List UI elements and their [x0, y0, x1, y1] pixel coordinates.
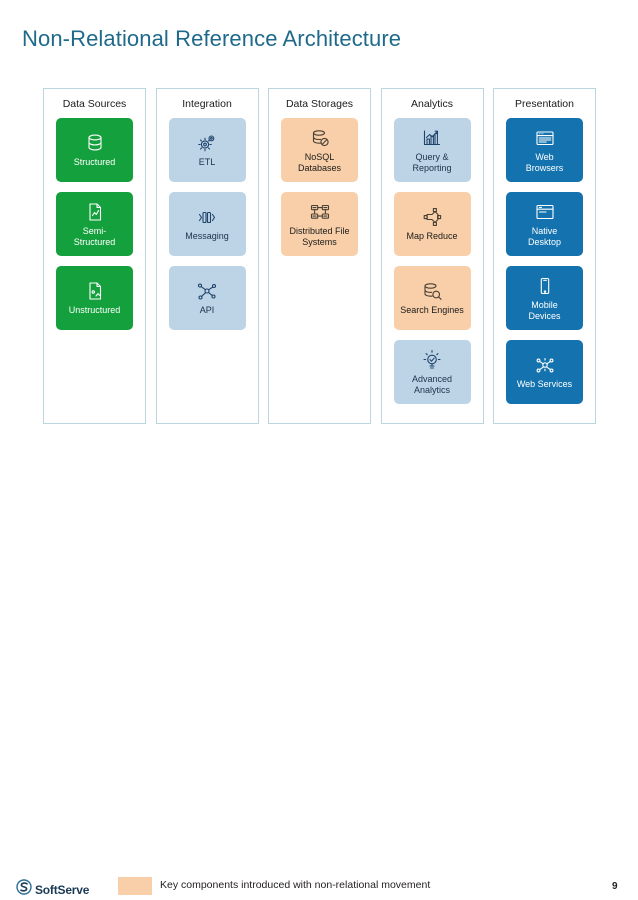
column-header: Integration: [182, 98, 232, 110]
component-card[interactable]: ETL: [168, 118, 246, 182]
lightbulb-gear-icon: [420, 348, 444, 372]
component-card[interactable]: API: [168, 266, 246, 330]
component-card-label: API: [199, 305, 215, 315]
softserve-logo: SoftServe: [16, 879, 89, 900]
gears-icon: [195, 131, 219, 155]
column-header: Data Storages: [285, 98, 354, 110]
distributed-nodes-icon: [308, 200, 332, 224]
page-title: Non-Relational Reference Architecture: [22, 26, 402, 51]
component-card-label: Search Engines: [400, 305, 464, 315]
map-reduce-icon: [420, 205, 444, 229]
database-icon: [83, 131, 107, 155]
document-chart-icon: [83, 200, 107, 224]
bar-chart-trend-icon: [420, 126, 444, 150]
column-header: Presentation: [515, 98, 574, 110]
network-nodes-icon: [195, 279, 219, 303]
desktop-window-icon: [533, 200, 557, 224]
legend-label: Key components introduced with non-relat…: [160, 879, 431, 891]
browser-window-icon: [533, 126, 557, 150]
component-card[interactable]: Advanced Analytics: [393, 340, 471, 404]
document-media-icon: [83, 279, 107, 303]
component-card[interactable]: Map Reduce: [393, 192, 471, 256]
component-card-label: Web Browsers: [525, 151, 564, 173]
page-number: 9: [612, 881, 618, 892]
component-card[interactable]: Distributed File Systems: [281, 192, 358, 256]
component-card-label: Unstructured: [68, 305, 121, 315]
component-card-label: ETL: [198, 157, 216, 167]
column-header: Data Sources: [62, 98, 127, 110]
mobile-phone-icon: [533, 274, 557, 298]
component-card-label: Native Desktop: [527, 225, 562, 247]
component-card-label: Mobile Devices: [528, 299, 561, 321]
component-card-label: Map Reduce: [406, 231, 458, 241]
component-card[interactable]: Web Services: [506, 340, 583, 404]
nosql-database-icon: [308, 126, 332, 150]
component-card[interactable]: Mobile Devices: [506, 266, 583, 330]
component-card-label: Advanced Analytics: [411, 373, 453, 395]
message-flow-icon: [195, 205, 219, 229]
component-card[interactable]: Query & Reporting: [393, 118, 471, 182]
component-card[interactable]: Unstructured: [56, 266, 133, 330]
component-card[interactable]: Messaging: [168, 192, 246, 256]
slide-footer: SoftServe Key components introduced with…: [0, 437, 638, 897]
component-card-label: Semi- Structured: [73, 225, 116, 247]
component-card-label: Distributed File Systems: [289, 225, 350, 247]
component-card[interactable]: Web Browsers: [506, 118, 583, 182]
component-card-label: Structured: [73, 157, 116, 167]
component-card[interactable]: NoSQL Databases: [281, 118, 358, 182]
component-card-label: NoSQL Databases: [297, 151, 342, 173]
component-card-label: Query & Reporting: [412, 151, 452, 173]
softserve-logo-text: SoftServe: [35, 882, 90, 897]
web-services-icon: [533, 353, 557, 377]
component-card-label: Web Services: [516, 379, 573, 389]
component-card[interactable]: Native Desktop: [506, 192, 583, 256]
component-card[interactable]: Search Engines: [393, 266, 471, 330]
component-card-label: Messaging: [185, 231, 229, 241]
database-search-icon: [420, 279, 444, 303]
softserve-s-icon: [16, 879, 32, 900]
column-header: Analytics: [410, 98, 453, 110]
component-card[interactable]: Structured: [56, 118, 133, 182]
component-card[interactable]: Semi- Structured: [56, 192, 133, 256]
legend-color-swatch: [118, 877, 152, 895]
